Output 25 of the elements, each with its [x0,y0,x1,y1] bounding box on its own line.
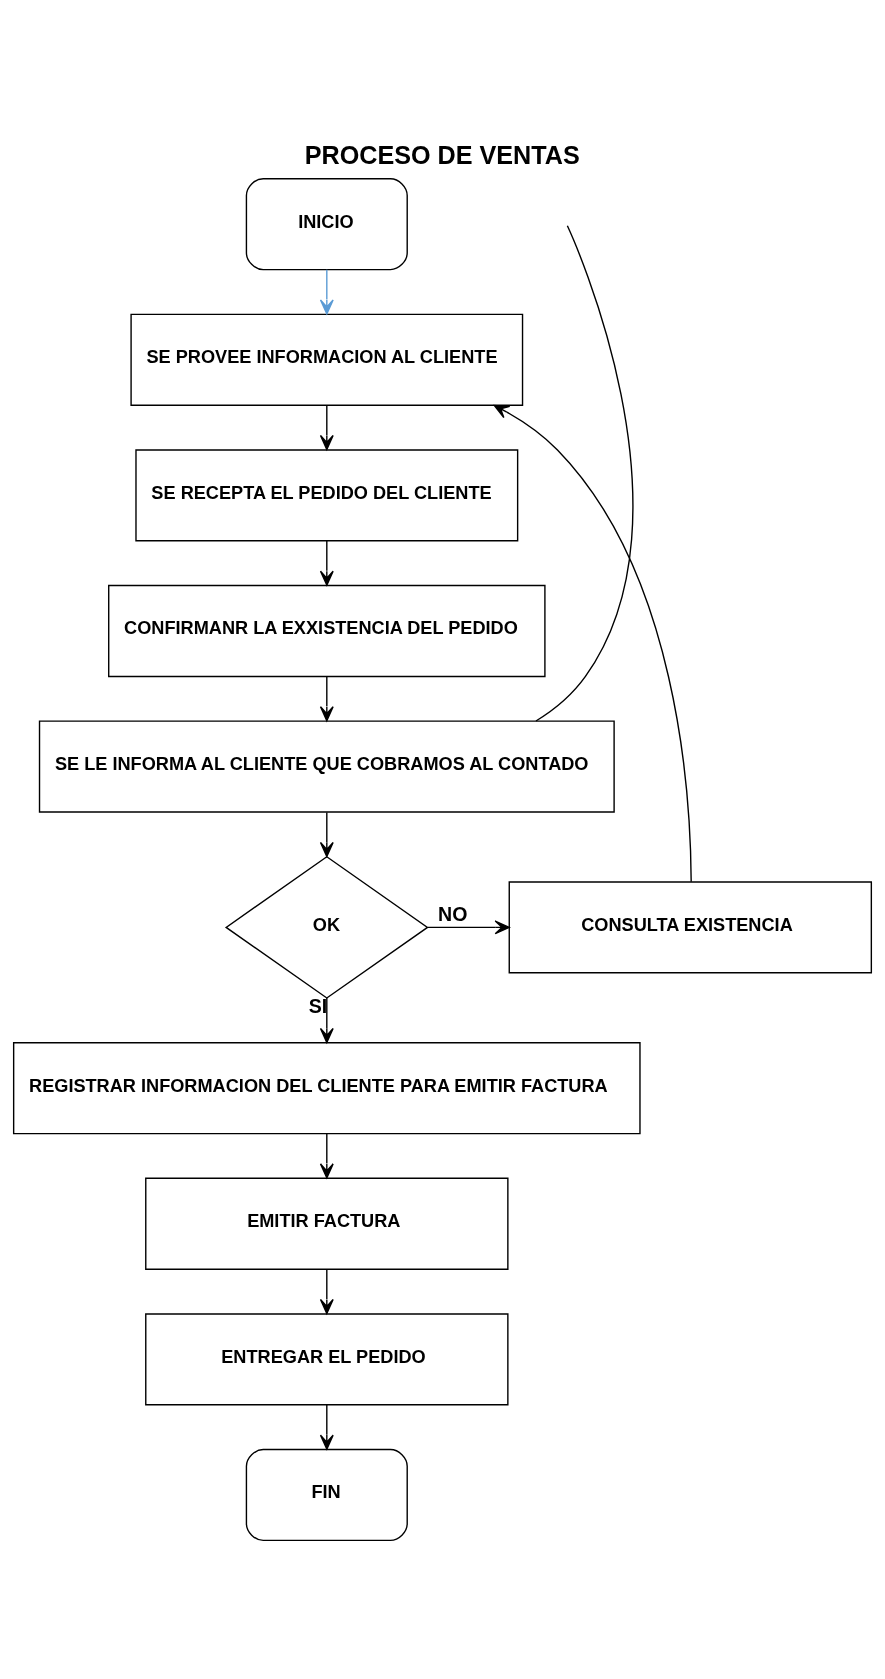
arrow [319,996,334,1043]
arrow [319,1268,334,1314]
node-box: CONFIRMANR LA EXXISTENCIA DEL PEDIDO [108,584,546,677]
node-box: EMITIR FACTURA [145,1177,509,1270]
node-box: SE PROVEE INFORMACION AL CLIENTE [130,313,524,406]
diagram-title: PROCESO DE VENTAS [304,140,580,169]
arrow [426,919,510,934]
arrow [319,404,334,450]
connector [535,224,634,722]
arrow [319,811,334,857]
node-box: ENTREGAR EL PEDIDO [145,1312,509,1405]
arrow [319,1132,334,1179]
arrow [319,1403,334,1450]
node-box: SE LE INFORMA AL CLIENTE QUE COBRAMOS AL CONTADO [38,719,615,813]
node-diamond: OK [224,855,429,999]
node-box: CONSULTA EXISTENCIA [508,880,873,973]
node-box: FIN [245,1448,408,1541]
arrow [493,404,692,882]
arrow [319,539,334,586]
arrow [319,675,334,721]
node-box: INICIO [245,177,408,270]
node-box: SE RECEPTA EL PEDIDO DEL CLIENTE [135,448,519,542]
node-box: REGISTRAR INFORMACION DEL CLIENTE PARA EMITIR FACTURA [12,1041,641,1134]
edge-label: NO [438,902,468,925]
arrow [319,268,334,315]
